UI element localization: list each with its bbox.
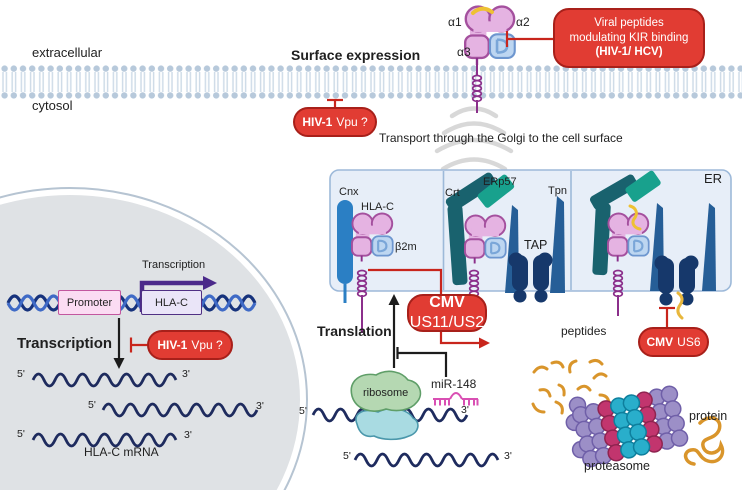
three-prime-label: 3' bbox=[461, 404, 469, 416]
erp57-protein-panel2 bbox=[477, 174, 515, 208]
protein-label: protein bbox=[689, 409, 728, 423]
translation-arrow bbox=[388, 294, 400, 368]
inhibition-vpu-membrane bbox=[327, 98, 343, 108]
inhibition-vpu-nucleus bbox=[129, 337, 149, 353]
ribosome-icon bbox=[350, 370, 422, 441]
mrna-waves-nucleus bbox=[31, 372, 259, 448]
inhibition-viral-peptides bbox=[505, 31, 553, 47]
cmv-us11-us2-callout: CMV US11/US2 bbox=[407, 294, 487, 332]
mir148-inhibition-bar bbox=[396, 347, 448, 377]
protein-icon bbox=[683, 416, 725, 466]
extracellular-label: extracellular bbox=[32, 45, 103, 60]
er-compartment bbox=[329, 169, 732, 292]
proteasome-label: proteasome bbox=[584, 459, 651, 473]
cmv-us11-us2-bold: CMV bbox=[429, 294, 465, 311]
three-prime-label: 3' bbox=[184, 429, 192, 441]
hiv-vpu-nucleus-bold: HIV-1 bbox=[157, 337, 188, 352]
crt-protein-panel2 bbox=[445, 172, 497, 286]
golgi-transport-caption: Transport through the Golgi to the cell … bbox=[379, 131, 623, 145]
erp57-protein-panel3 bbox=[625, 170, 661, 202]
three-prime-label: 3' bbox=[182, 368, 190, 380]
alpha3-label: α3 bbox=[457, 45, 471, 59]
promoter-label: Promoter bbox=[66, 296, 113, 309]
viral-peptides-line2: modulating KIR binding bbox=[569, 31, 689, 44]
five-prime-label: 5' bbox=[88, 399, 96, 411]
viral-peptides-line3: (HIV-1/ HCV) bbox=[595, 46, 663, 59]
hiv-vpu-membrane-rest: Vpu ? bbox=[336, 114, 368, 129]
five-prime-label: 5' bbox=[343, 450, 351, 462]
mir148-label: miR-148 bbox=[431, 377, 477, 391]
hla-molecule-panel3 bbox=[606, 204, 650, 316]
viral-peptides-callout: Viral peptides modulating KIR binding (H… bbox=[553, 8, 705, 68]
alpha1-label: α1 bbox=[448, 15, 462, 29]
surface-hla-molecule bbox=[463, 5, 517, 113]
transcription-down-arrow bbox=[113, 318, 125, 369]
cmv-us6-bold: CMV bbox=[646, 334, 674, 349]
three-prime-label: 3' bbox=[256, 400, 264, 412]
peptide-icon bbox=[628, 204, 642, 231]
hiv-vpu-membrane-callout: HIV-1 Vpu ? bbox=[293, 107, 377, 137]
ribosome-label: ribosome bbox=[363, 387, 409, 399]
viral-peptides-line1: Viral peptides bbox=[594, 17, 664, 30]
dna-helix bbox=[6, 294, 257, 312]
crt-label: Crt bbox=[445, 187, 460, 199]
hiv-vpu-membrane-bold: HIV-1 bbox=[302, 114, 333, 129]
five-prime-label: 5' bbox=[17, 368, 25, 380]
surface-expression-title: Surface expression bbox=[291, 47, 421, 63]
peptide-icon bbox=[471, 6, 494, 15]
cmv-us6-callout: CMV US6 bbox=[638, 327, 709, 357]
three-prime-label: 3' bbox=[504, 450, 512, 462]
tap-label: TAP bbox=[524, 238, 548, 252]
alpha2-label: α2 bbox=[516, 15, 530, 29]
inhibition-cmv-us6 bbox=[659, 306, 675, 327]
promoter-box: Promoter bbox=[58, 290, 121, 315]
cmv-us6-rest: US6 bbox=[677, 334, 701, 349]
five-prime-label: 5' bbox=[299, 405, 307, 417]
peptides-label: peptides bbox=[561, 324, 607, 338]
translation-heading: Translation bbox=[317, 323, 392, 339]
hla-c-gene-box: HLA-C bbox=[141, 290, 202, 315]
hla-molecule-panel1 bbox=[350, 212, 394, 333]
tpn-label: Tpn bbox=[548, 185, 567, 197]
cnx-protein bbox=[337, 200, 353, 303]
mir148-icon bbox=[433, 392, 479, 406]
hla-c-label: HLA-C bbox=[361, 201, 395, 213]
er-label: ER bbox=[704, 171, 723, 186]
transcription-heading: Transcription bbox=[17, 335, 113, 352]
peptide-icon bbox=[676, 291, 684, 320]
tap-transporter-panel2 bbox=[508, 252, 553, 303]
cell-membrane bbox=[0, 64, 742, 100]
cmv-us11-us2-line2: US11/US2 bbox=[409, 314, 485, 331]
cytosol-label: cytosol bbox=[32, 98, 73, 113]
mrna-cytoplasm-2 bbox=[353, 452, 500, 468]
proteasome-icon bbox=[565, 385, 689, 468]
cnx-label: Cnx bbox=[339, 186, 359, 198]
erp57-label: ERp57 bbox=[483, 176, 517, 188]
hla-c-mrna-label: HLA-C mRNA bbox=[84, 445, 159, 459]
b2m-label: β2m bbox=[395, 241, 417, 253]
tap-transporter-panel3 bbox=[654, 255, 699, 306]
crt-protein-panel3 bbox=[590, 174, 638, 276]
five-prime-label: 5' bbox=[17, 428, 25, 440]
hiv-vpu-nucleus-rest: Vpu ? bbox=[191, 337, 223, 352]
transcription-arrow-label: Transcription bbox=[142, 259, 206, 271]
hla-c-gene-label: HLA-C bbox=[154, 296, 188, 309]
hiv-vpu-nucleus-callout: HIV-1 Vpu ? bbox=[147, 330, 233, 360]
